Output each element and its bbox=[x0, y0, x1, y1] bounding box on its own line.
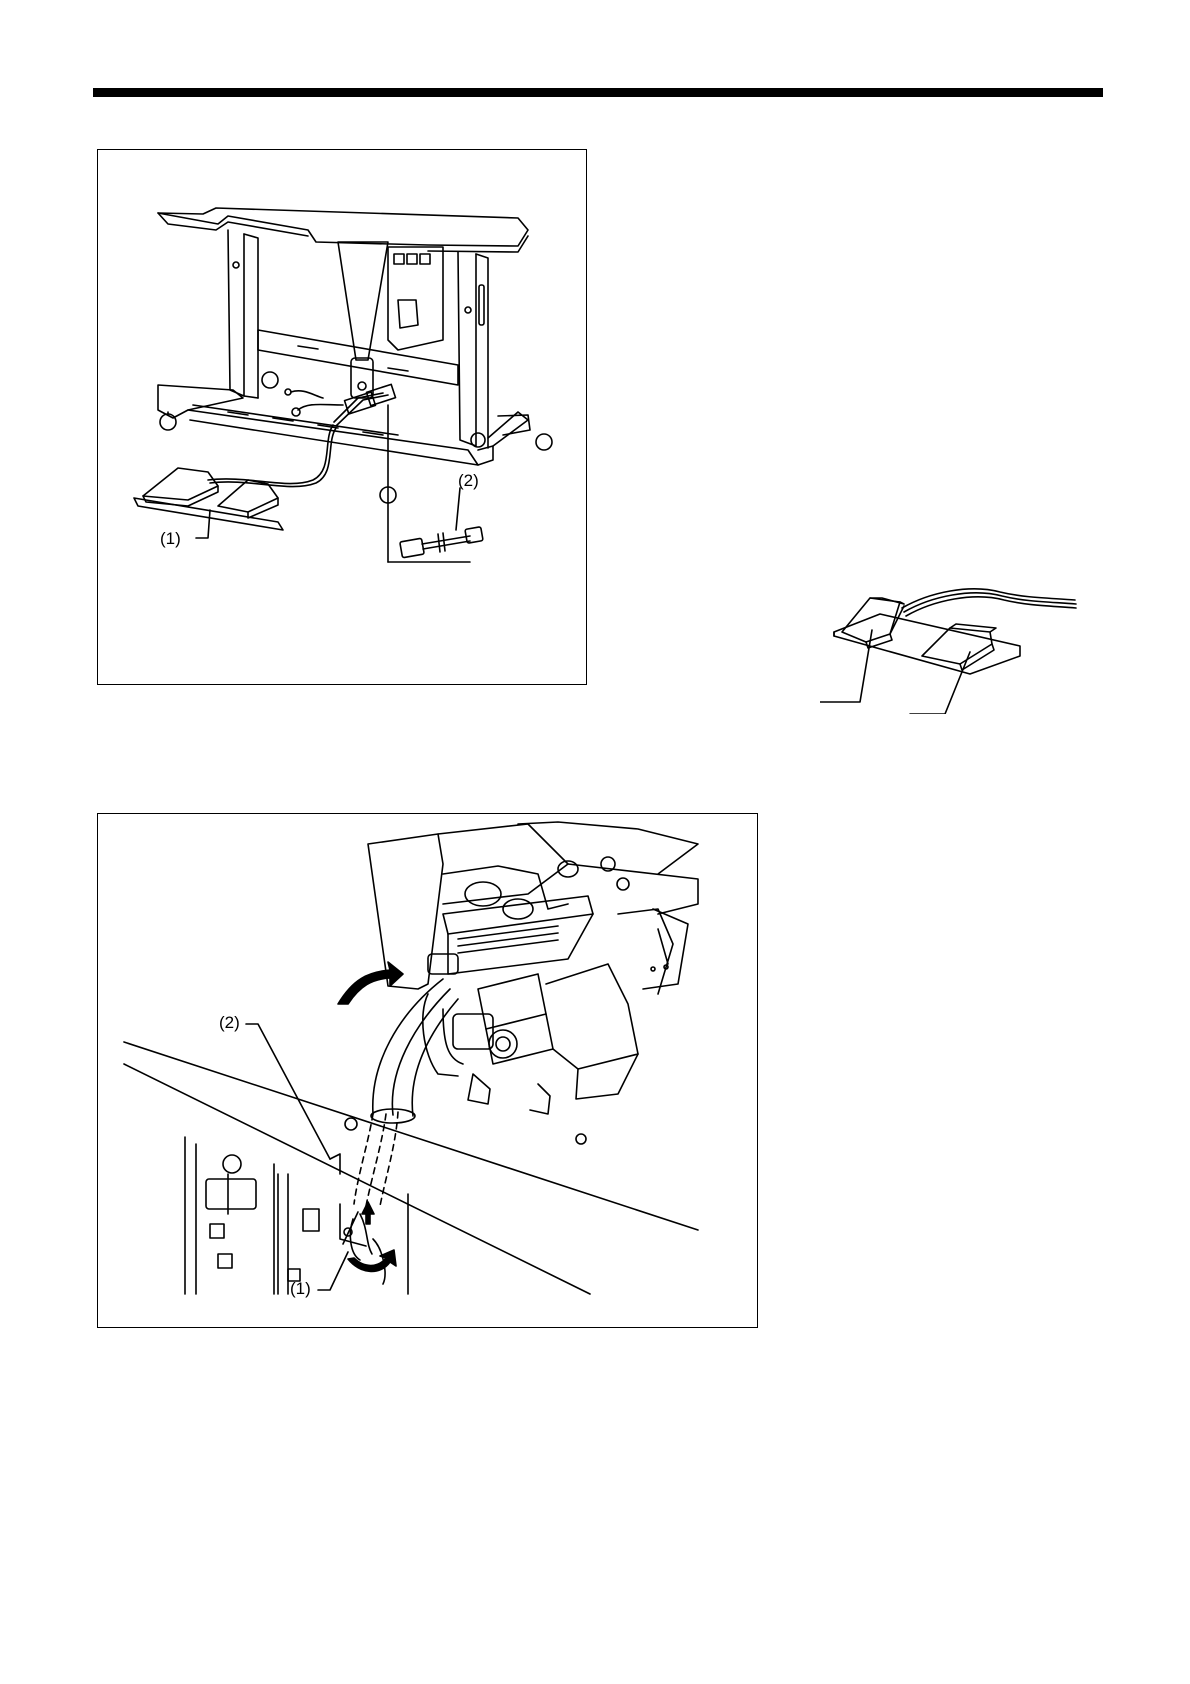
callout-wire-outlet: (1) bbox=[290, 1280, 311, 1297]
callout-pedal: (1) bbox=[160, 530, 181, 547]
callout-wire-hole: (2) bbox=[219, 1014, 240, 1031]
cable-routing-illustration bbox=[98, 814, 759, 1329]
foot-pedal-illustration bbox=[820, 584, 1080, 714]
table-stand-illustration bbox=[98, 150, 588, 686]
figure-table-stand: (1) (2) bbox=[97, 149, 587, 685]
header-rule bbox=[93, 88, 1103, 97]
callout-extension-cable: (2) bbox=[458, 472, 479, 489]
curved-arrow-icon bbox=[338, 962, 403, 1004]
figure-cable-routing: (2) (1) bbox=[97, 813, 758, 1328]
